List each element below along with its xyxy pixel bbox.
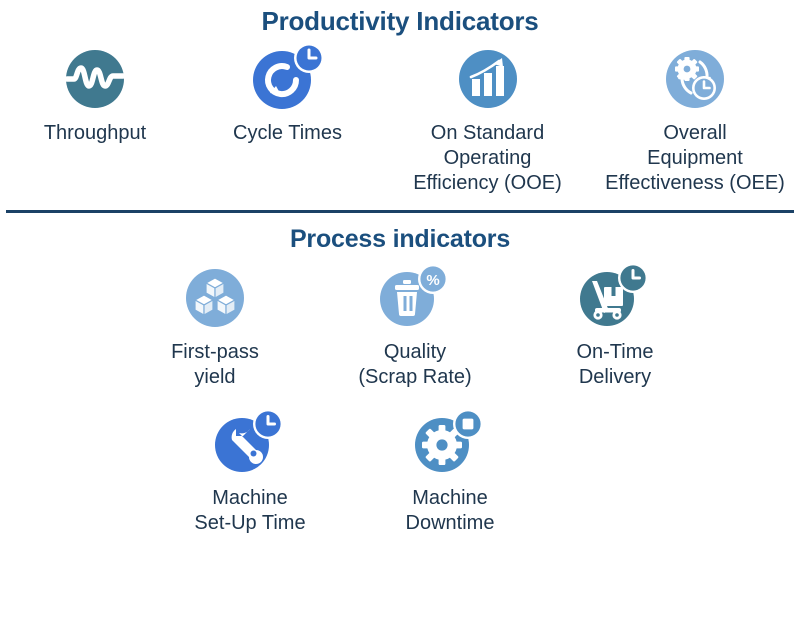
indicator-label: Quality (Scrap Rate) [358, 341, 472, 388]
indicator-card-machine-setup-time[interactable]: Machine Set-Up Time [150, 408, 350, 536]
trash-bin-icon: % [379, 262, 451, 334]
gear-icon [414, 408, 486, 480]
process-indicators-row-top: First-pass yield % Quality (Scrap Rate) [0, 262, 800, 390]
bar-chart-growth-icon [452, 43, 524, 115]
indicator-label: Machine Set-Up Time [194, 487, 306, 534]
indicator-label: First-pass yield [171, 341, 259, 388]
indicator-label: Throughput [43, 122, 147, 144]
gear-cycle-clock-icon [659, 43, 731, 115]
waveform-pulse-icon [59, 43, 131, 115]
indicator-label: On-Time Delivery [576, 341, 654, 388]
hand-truck-icon [579, 262, 651, 334]
circular-arrow-icon [252, 43, 324, 115]
indicator-label: Cycle Times [233, 122, 342, 144]
indicator-card-quality-scrap-rate[interactable]: % Quality (Scrap Rate) [315, 262, 515, 390]
indicator-card-on-time-delivery[interactable]: On-Time Delivery [515, 262, 715, 390]
indicator-label: Machine Downtime [405, 487, 495, 534]
indicator-card-oee[interactable]: Overall Equipment Effectiveness (OEE) [590, 43, 800, 196]
indicator-card-ooe[interactable]: On Standard Operating Efficiency (OOE) [385, 43, 590, 196]
svg-text:%: % [426, 272, 439, 289]
indicator-card-throughput[interactable]: Throughput [0, 43, 190, 146]
page-title-productivity: Productivity Indicators [261, 6, 539, 36]
indicator-label: On Standard Operating Efficiency (OOE) [413, 122, 562, 194]
productivity-indicators-row: Throughput Cycle Times [0, 43, 800, 196]
section-divider [6, 210, 794, 213]
indicator-card-cycle-times[interactable]: Cycle Times [190, 43, 385, 146]
process-indicators-row-bottom: Machine Set-Up Time [0, 408, 800, 536]
page-title-process: Process indicators [289, 225, 511, 253]
stacked-cubes-icon [179, 262, 251, 334]
wrench-icon [214, 408, 286, 480]
indicator-card-machine-downtime[interactable]: Machine Downtime [350, 408, 550, 536]
indicator-label: Overall Equipment Effectiveness (OEE) [605, 122, 785, 194]
indicator-card-first-pass-yield[interactable]: First-pass yield [115, 262, 315, 390]
